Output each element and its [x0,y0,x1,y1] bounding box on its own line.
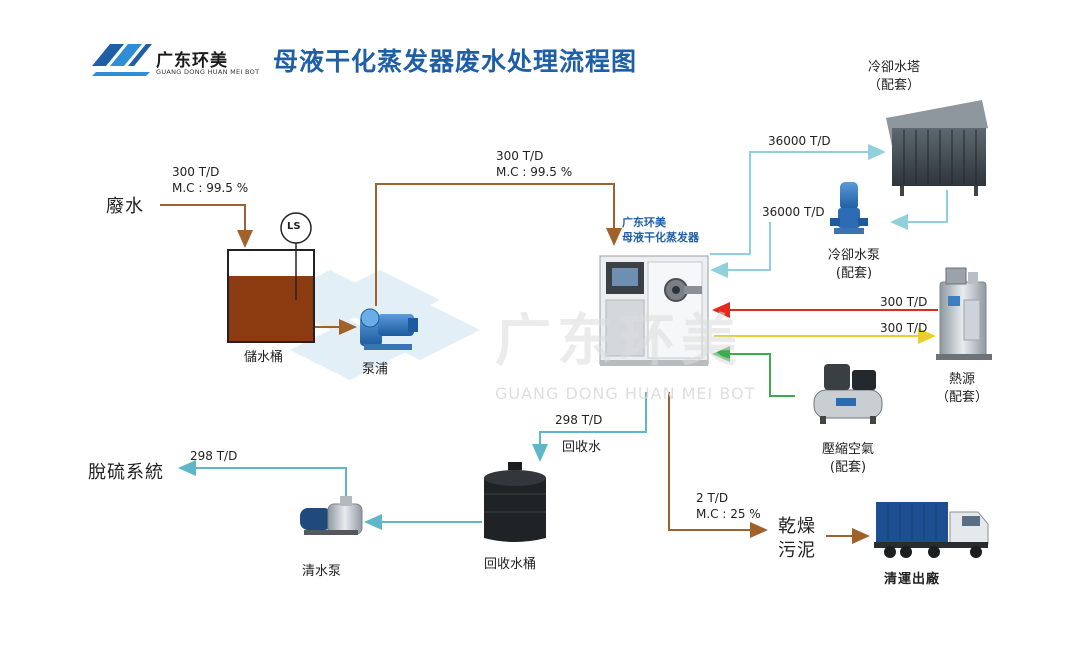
desulfur-flow-rate: 298 T/D [190,449,238,463]
inflow-moisture: M.C : 99.5 % [172,181,249,195]
sludge-flow-rate: 2 T/D [696,491,729,505]
flow-line-tower-to-cooling-pump [890,190,948,230]
page-title: 母液干化蒸发器废水处理流程图 [273,47,638,76]
compressed-air-label: 壓縮空氣 [821,442,874,457]
pump-flow-moisture: M.C : 99.5 % [496,165,573,179]
cooling-tower-sub-label: （配套） [867,78,920,93]
pump-flow-rate: 300 T/D [496,149,544,163]
heat-source-boiler-icon [936,267,992,360]
clean-water-pump-label: 清水泵 [302,564,342,579]
waste-water-label: 廢水 [106,196,144,217]
flow-line-waste-to-tank [160,204,253,248]
air-compressor-icon [813,364,883,424]
flow-line-air-to-evaporator [712,346,795,397]
recycle-water-label: 回收水 [562,440,602,455]
level-switch-label: LS [287,221,301,232]
flow-line-evaporator-to-tower [710,144,886,255]
desulfur-system-label: 脫硫系統 [88,462,164,483]
feed-pump-icon [360,308,418,350]
recycle-flow-rate: 298 T/D [555,413,603,427]
heat-source-label: 熱源 [948,372,975,387]
cooling-pump-sub-label: (配套) [835,266,873,281]
evaporator-brand-label: 广东环美 [622,216,666,229]
inflow-rate: 300 T/D [172,165,220,179]
recycle-tank-label: 回收水桶 [484,557,537,572]
truck-icon [874,502,989,558]
cooling-pump-icon [830,182,868,234]
brand-name-cn: 广东环美 [156,51,228,71]
tower-flow-rate: 36000 T/D [768,134,831,148]
cooling-flow-rate: 36000 T/D [762,205,825,219]
cooling-tower-label: 冷卻水塔 [867,60,920,75]
watermark-text-cn: 广东环美 [495,309,743,374]
watermark-text-en: GUANG DONG HUAN MEI BOT [495,384,756,403]
cooling-tower-icon [886,100,988,196]
dry-sludge-sub-label: 污泥 [778,540,816,561]
brand-logo-icon [92,44,152,76]
heat-in-rate: 300 T/D [880,295,928,309]
storage-tank-icon [227,212,315,343]
evaporator-machine-icon [599,255,709,366]
flow-line-evaporator-to-recycle [532,392,647,462]
compressed-air-sub-label: (配套) [829,460,867,475]
cooling-pump-label: 冷卻水泵 [827,248,880,263]
brand-name-en: GUANG DONG HUAN MEI BOT [156,68,260,76]
heat-source-sub-label: （配套） [935,390,988,405]
storage-tank-label: 儲水桶 [244,350,284,365]
evaporator-label: 母液干化蒸发器 [622,231,699,244]
flow-line-clean-pump-to-desulfur [178,460,347,506]
clean-water-pump-icon [300,496,363,535]
recycle-tank-icon [484,462,546,542]
pump-label: 泵浦 [362,362,389,377]
dry-sludge-label: 乾燥 [778,516,816,537]
sludge-moisture: M.C : 25 % [696,507,761,521]
flow-line-cooling-pump-to-evaporator [710,222,771,278]
heat-return-rate: 300 T/D [880,321,928,335]
flow-line-pump-to-evaporator [375,183,622,306]
truck-label: 清運出廠 [884,572,941,587]
flow-line-evaporator-to-sludge [668,392,768,538]
